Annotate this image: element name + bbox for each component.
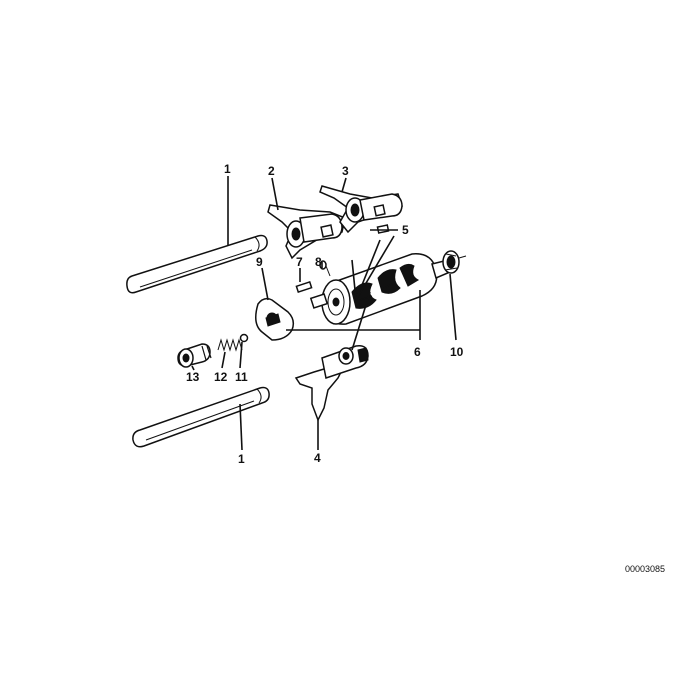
callout-2: 2 <box>268 164 275 178</box>
callout-7: 7 <box>296 255 303 269</box>
shift-fork-4 <box>294 344 369 422</box>
detent-ball <box>239 333 249 343</box>
screw-plug <box>177 343 212 368</box>
callout-10: 10 <box>450 345 464 359</box>
callout-9: 9 <box>256 255 263 269</box>
shift-fork-2 <box>267 204 346 260</box>
callout-1-lower: 1 <box>238 452 245 466</box>
callout-13: 13 <box>186 370 200 384</box>
callout-8: 8 <box>315 255 322 269</box>
document-number: 00003085 <box>625 564 665 574</box>
callout-6: 6 <box>414 345 421 359</box>
detent-spring <box>217 338 243 352</box>
bearing <box>442 250 467 274</box>
callout-3: 3 <box>342 164 349 178</box>
leader-lines <box>191 176 457 451</box>
callout-labels: 1 2 3 4 5 6 7 8 9 10 11 12 13 1 <box>186 162 464 466</box>
callout-5: 5 <box>402 223 409 237</box>
callout-1-upper: 1 <box>224 162 231 176</box>
pin-5-part <box>376 224 390 234</box>
callout-11: 11 <box>235 370 248 384</box>
shift-fork-3 <box>319 185 403 234</box>
callout-12: 12 <box>214 370 228 384</box>
detent-plate <box>255 297 295 341</box>
upper-shift-rod <box>126 234 268 294</box>
lower-shift-rod <box>132 386 270 448</box>
shift-drum <box>309 253 451 325</box>
callout-4: 4 <box>314 451 321 465</box>
pin-7-part <box>295 281 313 293</box>
